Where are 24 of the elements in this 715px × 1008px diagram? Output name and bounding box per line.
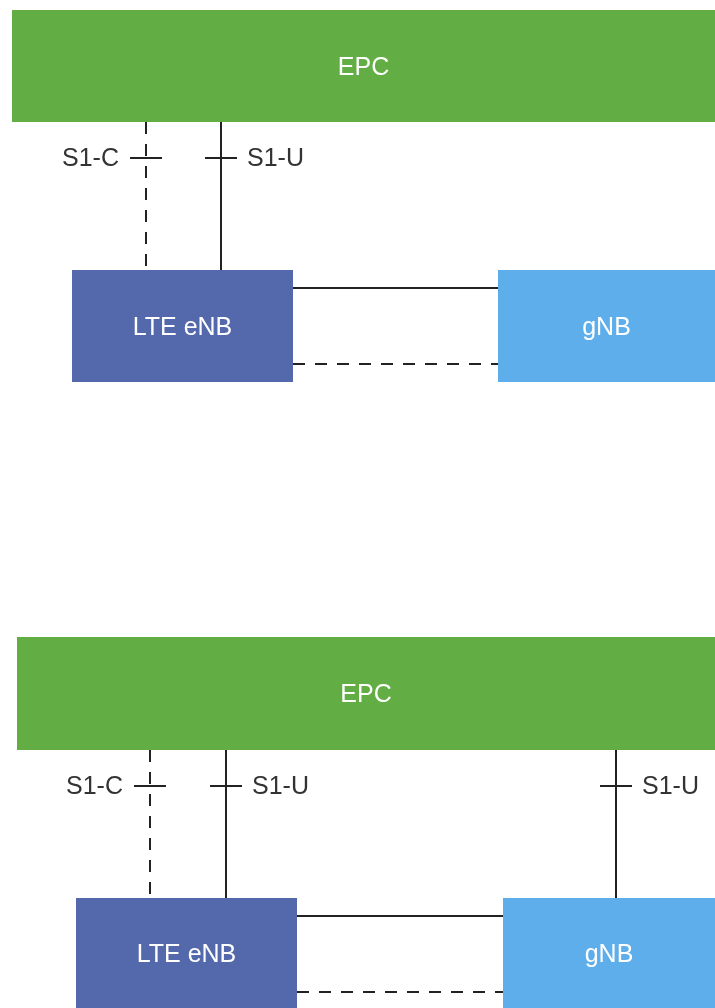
edge-label: S1-U bbox=[642, 771, 699, 799]
connector-line bbox=[225, 749, 227, 899]
connector-line bbox=[296, 991, 504, 993]
edge-label: S1-C bbox=[66, 771, 123, 799]
connector-line bbox=[615, 749, 617, 899]
node-label: gNB bbox=[582, 311, 631, 341]
network-node-box bbox=[498, 270, 715, 382]
connector-line bbox=[292, 363, 499, 365]
network-node-box bbox=[17, 637, 715, 750]
node-label: EPC bbox=[337, 51, 390, 81]
node-label: LTE eNB bbox=[132, 311, 233, 341]
network-node-box bbox=[76, 898, 297, 1008]
node-label: LTE eNB bbox=[136, 938, 237, 968]
edge-label: S1-U bbox=[252, 771, 309, 799]
network-node-box bbox=[503, 898, 715, 1008]
edge-label: S1-U bbox=[247, 143, 304, 171]
connector-line bbox=[220, 121, 222, 271]
connector-line bbox=[296, 915, 504, 917]
network-node-box bbox=[72, 270, 293, 382]
node-label: gNB bbox=[584, 938, 634, 968]
node-label: EPC bbox=[340, 679, 392, 708]
connector-line bbox=[292, 287, 499, 289]
network-node-box bbox=[12, 10, 715, 122]
edge-label: S1-C bbox=[62, 143, 119, 171]
